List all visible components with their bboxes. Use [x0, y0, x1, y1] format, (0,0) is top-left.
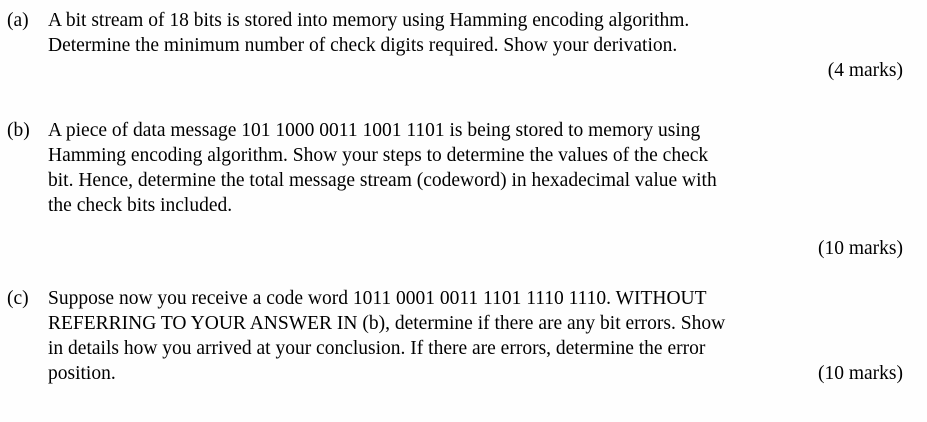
- question-b-label: (b): [7, 120, 30, 141]
- question-a-body: A bit stream of 18 bits is stored into m…: [48, 8, 903, 58]
- question-b-marks: (10 marks): [817, 238, 903, 259]
- question-b-line-2: Hamming encoding algorithm. Show your st…: [48, 145, 709, 166]
- question-c-line-3: in details how you arrived at your concl…: [48, 338, 706, 359]
- question-c-label: (c): [7, 288, 29, 309]
- question-b-body: A piece of data message 101 1000 0011 10…: [48, 118, 903, 218]
- question-c-marks-row: position. (10 marks): [48, 361, 903, 386]
- question-c-last-line: position.: [48, 363, 116, 384]
- question-b-line-3: bit. Hence, determine the total message …: [48, 170, 717, 191]
- question-c-body: Suppose now you receive a code word 1011…: [48, 286, 903, 361]
- question-a-marks: (4 marks): [827, 60, 903, 81]
- question-b-line-4: the check bits included.: [48, 195, 233, 216]
- question-a-marks-row: (4 marks): [48, 58, 903, 83]
- question-a-line-2: Determine the minimum number of check di…: [48, 35, 678, 56]
- question-a-line-1: A bit stream of 18 bits is stored into m…: [48, 10, 690, 31]
- question-b: (b) A piece of data message 101 1000 001…: [0, 118, 927, 261]
- question-a: (a) A bit stream of 18 bits is stored in…: [0, 8, 927, 83]
- question-c-line-2: REFERRING TO YOUR ANSWER IN (b), determi…: [48, 313, 726, 334]
- question-a-label: (a): [7, 10, 29, 31]
- question-c-line-1: Suppose now you receive a code word 1011…: [48, 288, 707, 309]
- question-b-line-1: A piece of data message 101 1000 0011 10…: [48, 120, 701, 141]
- question-b-marks-row: (10 marks): [48, 236, 903, 261]
- question-c: (c) Suppose now you receive a code word …: [0, 286, 927, 386]
- question-c-marks: (10 marks): [817, 363, 903, 384]
